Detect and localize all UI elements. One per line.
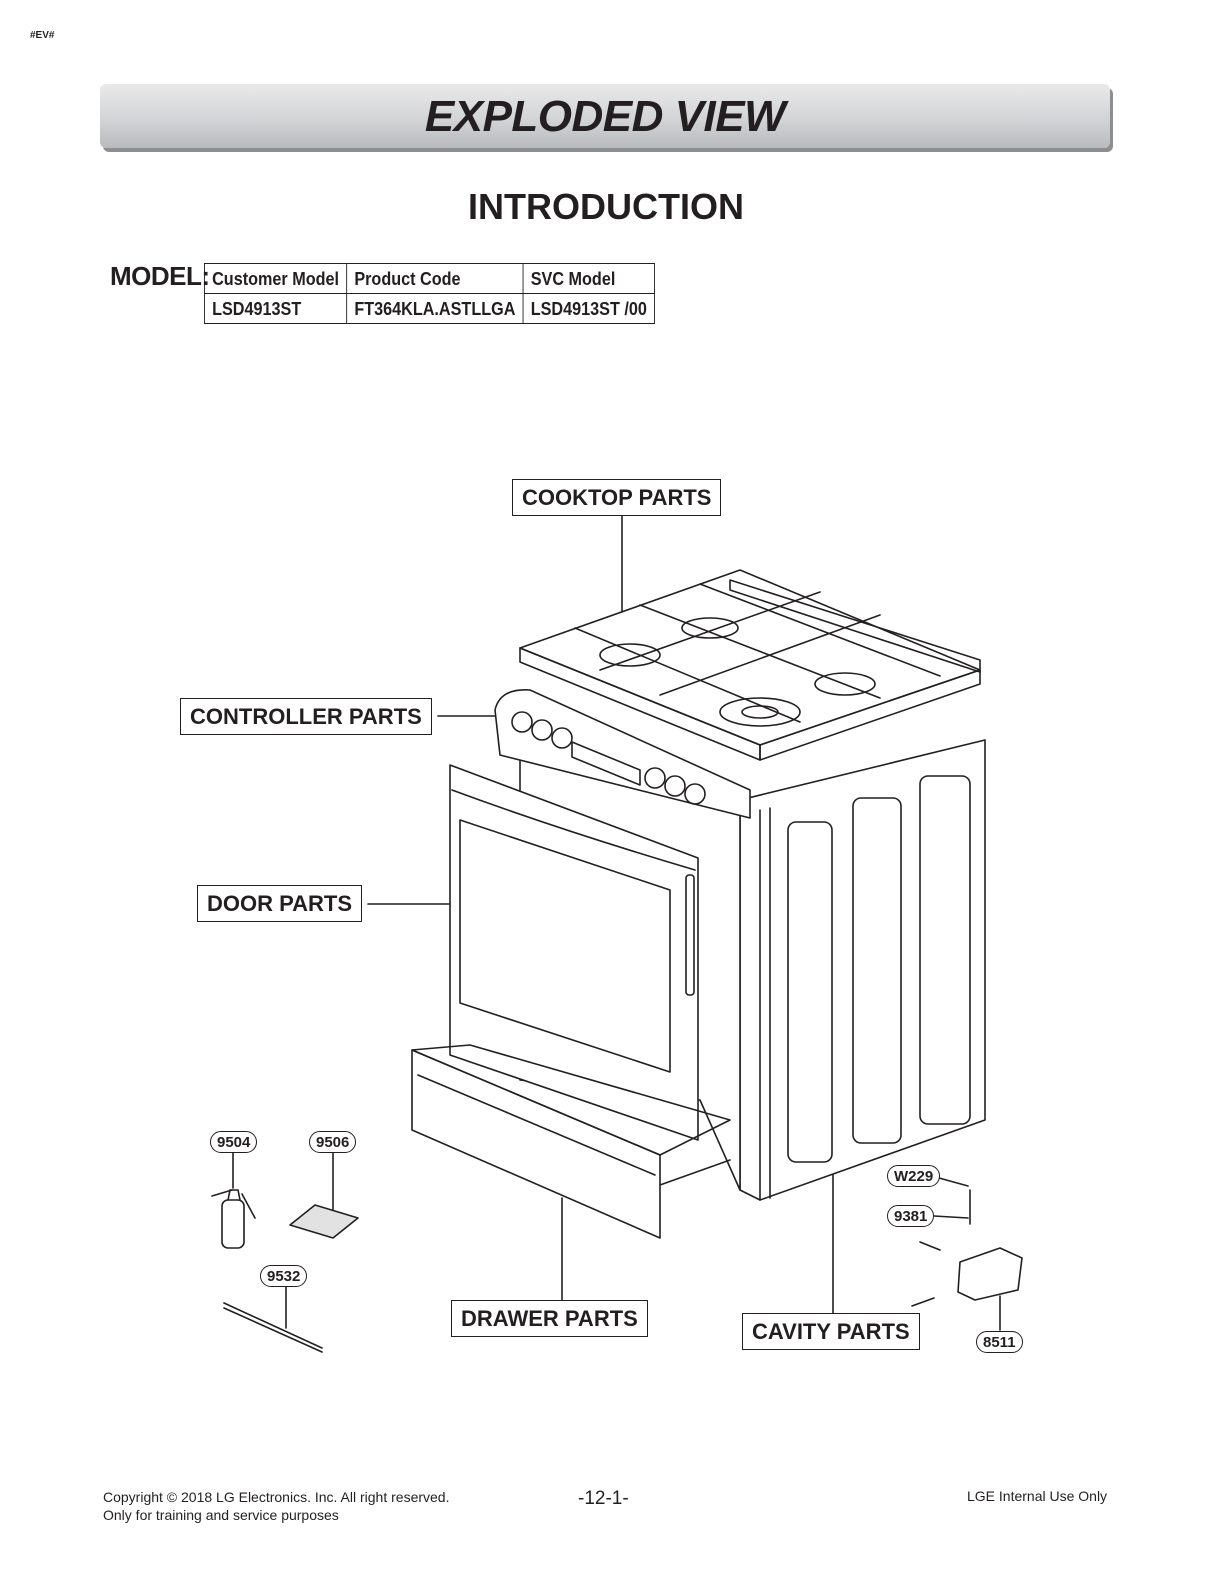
bracket-drawing xyxy=(911,1189,1023,1307)
accessories-drawing xyxy=(211,1189,359,1353)
callout-door-parts: DOOR PARTS xyxy=(197,885,363,922)
callout-drawer-parts: DRAWER PARTS xyxy=(451,1300,648,1337)
model-table-header-row: Customer Model Product Code SVC Model xyxy=(203,263,655,294)
part-number-8511: 8511 xyxy=(976,1331,1023,1353)
footer-training-note: Only for training and service purposes xyxy=(103,1507,339,1523)
header-product-code: Product Code xyxy=(346,263,524,294)
document-tag: #EV# xyxy=(30,30,55,41)
cooktop-drawing xyxy=(519,569,981,761)
model-label: MODEL: xyxy=(110,261,210,291)
model-table-row: LSD4913ST FT364KLA.ASTLLGA LSD4913ST /00 xyxy=(203,293,655,324)
footer-internal-use: LGE Internal Use Only xyxy=(967,1488,1108,1504)
footer-copyright: Copyright © 2018 LG Electronics. Inc. Al… xyxy=(103,1489,450,1505)
title-banner xyxy=(100,84,1110,148)
page-title: EXPLODED VIEW xyxy=(424,92,786,141)
callout-controller-parts: CONTROLLER PARTS xyxy=(180,698,432,735)
door-drawing xyxy=(449,764,699,1141)
model-table: Customer Model Product Code SVC Model LS… xyxy=(203,263,655,324)
part-number-9532: 9532 xyxy=(260,1265,308,1287)
part-number-9504: 9504 xyxy=(210,1131,258,1153)
value-svc-model: LSD4913ST /00 xyxy=(522,293,655,324)
drawer-drawing xyxy=(411,1044,731,1239)
controller-drawing xyxy=(494,689,751,819)
callout-cavity-parts: CAVITY PARTS xyxy=(742,1313,920,1350)
leader-lines xyxy=(232,514,1001,1331)
value-customer-model: LSD4913ST xyxy=(203,293,348,324)
part-number-9381: 9381 xyxy=(887,1205,935,1227)
page-number: -12-1- xyxy=(578,1488,629,1509)
header-svc-model: SVC Model xyxy=(522,263,655,294)
part-number-w229: W229 xyxy=(887,1165,941,1187)
value-product-code: FT364KLA.ASTLLGA xyxy=(346,293,524,324)
section-title: INTRODUCTION xyxy=(468,186,744,227)
callout-cooktop-parts: COOKTOP PARTS xyxy=(512,479,722,516)
footer-left: Copyright © 2018 LG Electronics. Inc. Al… xyxy=(103,1488,449,1524)
part-number-9506: 9506 xyxy=(309,1131,357,1153)
header-customer-model: Customer Model xyxy=(203,263,348,294)
